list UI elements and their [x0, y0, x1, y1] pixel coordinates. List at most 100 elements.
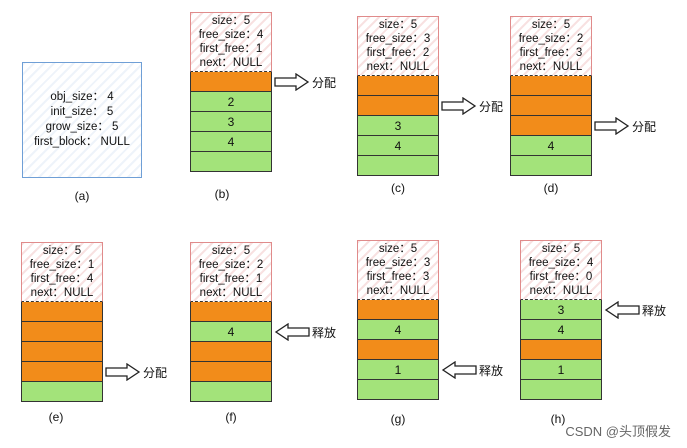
pool-obj-size: obj_size： 4 [50, 91, 114, 103]
header-next: next：NULL [366, 61, 430, 73]
header-next: next：NULL [199, 287, 263, 299]
block-header: size：5 free_size：2 first_free：3 next：NULL [510, 16, 592, 76]
caption-e: (e) [48, 410, 64, 424]
cell-allocated [511, 115, 591, 135]
allocate-arrow: 分配 [105, 363, 167, 381]
arrow-left-icon [604, 301, 640, 319]
cell-free [358, 379, 438, 399]
header-free-size: free_size：4 [528, 257, 594, 269]
header-next: next：NULL [30, 287, 94, 299]
cell-allocated [22, 361, 102, 381]
cell-free: 3 [358, 115, 438, 135]
cell-free: 4 [521, 319, 601, 339]
watermark: CSDN @头顶假发 [565, 424, 671, 439]
header-free-size: free_size：1 [29, 259, 95, 271]
header-size: size：5 [211, 15, 251, 27]
caption-f: (f) [225, 410, 237, 424]
header-next: next：NULL [519, 61, 583, 73]
cell-allocated [22, 302, 102, 321]
cell-free: 4 [191, 321, 271, 341]
header-first-free: first_free：3 [519, 47, 583, 59]
header-next: next：NULL [529, 285, 593, 297]
allocate-label: 分配 [143, 365, 168, 380]
block-cells: 4 [510, 76, 592, 176]
cell-allocated [358, 339, 438, 359]
allocate-arrow: 分配 [594, 117, 656, 135]
pool-grow-size: grow_size： 5 [45, 121, 119, 133]
cell-free: 4 [191, 131, 271, 151]
cell-free: 2 [191, 91, 271, 111]
header-free-size: free_size：2 [518, 33, 584, 45]
release-label: 释放 [479, 363, 504, 378]
header-free-size: free_size：2 [198, 259, 264, 271]
cell-allocated [22, 321, 102, 341]
caption-g: (g) [390, 412, 406, 426]
arrow-left-icon [274, 323, 310, 341]
header-first-free: first_free：3 [366, 271, 430, 283]
header-size: size：5 [42, 245, 82, 257]
arrow-left-icon [441, 361, 477, 379]
cell-allocated [521, 339, 601, 359]
block-d: size：5 free_size：2 first_free：3 next：NULL 4 [510, 16, 592, 176]
cell-allocated [191, 361, 271, 381]
cell-allocated [511, 76, 591, 95]
cell-allocated [191, 341, 271, 361]
header-size: size：5 [531, 19, 571, 31]
block-header: size：5 free_size：1 first_free：4 next：NULL [21, 242, 103, 302]
header-first-free: first_free：4 [30, 273, 94, 285]
header-first-free: first_free：2 [366, 47, 430, 59]
cell-free: 3 [521, 300, 601, 319]
cell-free: 1 [521, 359, 601, 379]
block-cells: 4 [190, 302, 272, 402]
arrow-right-icon [441, 97, 477, 115]
cell-allocated [511, 95, 591, 115]
allocate-label: 分配 [479, 99, 504, 114]
cell-free [22, 381, 102, 401]
allocate-label: 分配 [312, 75, 337, 90]
release-label: 释放 [312, 325, 337, 340]
cell-free [521, 379, 601, 399]
header-free-size: free_size：4 [198, 29, 264, 41]
arrow-right-icon [105, 363, 141, 381]
pool-first-block: first_block： NULL [34, 136, 130, 148]
cell-free: 4 [358, 319, 438, 339]
header-next: next：NULL [366, 285, 430, 297]
block-e: size：5 free_size：1 first_free：4 next：NULL [21, 242, 103, 402]
header-first-free: first_free：1 [199, 43, 263, 55]
header-next: next：NULL [199, 57, 263, 69]
caption-b: (b) [214, 187, 230, 201]
header-size: size：5 [541, 243, 581, 255]
cell-allocated [358, 95, 438, 115]
cell-free: 1 [358, 359, 438, 379]
header-size: size：5 [378, 19, 418, 31]
allocate-label: 分配 [632, 119, 657, 134]
block-cells [21, 302, 103, 402]
cell-allocated [358, 300, 438, 319]
cell-allocated [22, 341, 102, 361]
pool-init-size: init_size： 5 [50, 106, 114, 118]
release-arrow: 释放 [604, 301, 666, 319]
allocate-arrow: 分配 [441, 97, 503, 115]
cell-free: 4 [358, 135, 438, 155]
cell-free: 3 [191, 111, 271, 131]
cell-free [358, 155, 438, 175]
release-arrow: 释放 [441, 361, 503, 379]
caption-h: (h) [550, 412, 566, 426]
arrow-right-icon [594, 117, 630, 135]
caption-d: (d) [543, 181, 559, 195]
header-size: size：5 [211, 245, 251, 257]
header-size: size：5 [378, 243, 418, 255]
cell-free [511, 155, 591, 175]
header-first-free: first_free：0 [529, 271, 593, 283]
